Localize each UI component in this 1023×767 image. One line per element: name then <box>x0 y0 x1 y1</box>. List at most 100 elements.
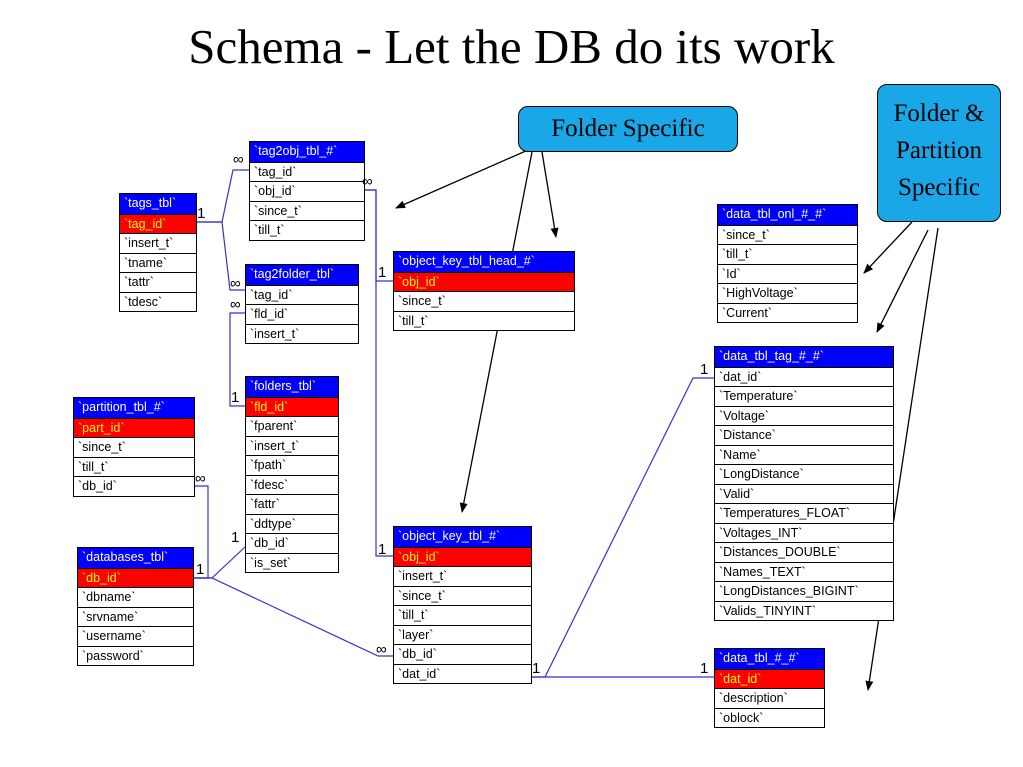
table-field: `insert_t` <box>246 435 338 456</box>
table-field: `Distance` <box>715 425 893 445</box>
table-field: `Name` <box>715 444 893 465</box>
table-partition-tbl: `partition_tbl_#``part_id``since_t``till… <box>73 397 195 497</box>
callout-line-1: Folder & <box>893 100 985 127</box>
table-field: `Current` <box>718 302 857 323</box>
table-field: `Voltages_INT` <box>715 522 893 543</box>
table-field: `description` <box>715 688 824 708</box>
folder-specific-callout: Folder Specific <box>518 106 738 152</box>
table-field: `Distances_DOUBLE` <box>715 542 893 562</box>
table-field: `since_t` <box>250 200 364 221</box>
table-header: `folders_tbl` <box>246 377 338 397</box>
table-field: `tattr` <box>120 272 196 292</box>
arrow-folder-to-objhead <box>541 151 559 238</box>
table-field: `obj_id` <box>250 181 364 201</box>
table-data-tbl-onl: `data_tbl_onl_#_#``since_t``till_t``Id``… <box>717 204 858 323</box>
primary-key-field: `tag_id` <box>120 213 196 233</box>
relation-objkey-datatag <box>530 377 714 678</box>
table-field: `Valids_TINYINT` <box>715 600 893 621</box>
table-header: `data_tbl_onl_#_#` <box>718 205 857 225</box>
cardinality-many-tag2obj-obj: ∞ <box>362 173 373 190</box>
table-header: `tag2obj_tbl_#` <box>250 142 364 162</box>
primary-key-field: `db_id` <box>78 567 193 587</box>
table-field: `till_t` <box>394 605 531 625</box>
table-field: `Names_TEXT` <box>715 561 893 582</box>
cardinality-one-objkey-dat: 1 <box>532 660 541 677</box>
cardinality-many-tag2obj-tag: ∞ <box>233 151 244 168</box>
cardinality-one-objkey: 1 <box>378 541 387 558</box>
relation-tag2obj-objkey <box>363 189 393 557</box>
table-header: `tags_tbl` <box>120 194 196 214</box>
table-field: `Temperatures_FLOAT` <box>715 503 893 523</box>
table-field: `tag_id` <box>250 161 364 182</box>
callout-line-2: Partition <box>895 137 983 164</box>
table-field: `since_t` <box>394 291 574 311</box>
cardinality-many-tag2folder-tag: ∞ <box>230 275 241 292</box>
relation-databases-objkey <box>192 577 393 657</box>
table-field: `ddtype` <box>246 513 338 534</box>
cardinality-many-partition: ∞ <box>195 470 206 487</box>
arrow-folder-to-objkey <box>459 151 533 513</box>
table-header: `data_tbl_tag_#_#` <box>715 347 893 367</box>
arrow-fp-to-datatag <box>876 229 929 333</box>
table-field: `Valid` <box>715 483 893 504</box>
callout-line-3: Specific <box>898 174 980 201</box>
table-field: `since_t` <box>74 437 194 457</box>
table-databases-tbl: `databases_tbl``db_id``dbname``srvname``… <box>77 547 194 666</box>
table-header: `partition_tbl_#` <box>74 398 194 418</box>
folder-partition-specific-callout: Folder & Partition Specific <box>877 84 1001 222</box>
table-data-tbl: `data_tbl_#_#``dat_id``description``oblo… <box>714 648 825 728</box>
table-field: `tdesc` <box>120 291 196 312</box>
table-field: `LongDistance` <box>715 464 893 484</box>
table-field: `dbname` <box>78 587 193 607</box>
table-header: `data_tbl_#_#` <box>715 649 824 669</box>
table-object-key-tbl: `object_key_tbl_#``obj_id``insert_t``sin… <box>393 526 532 684</box>
table-field: `Voltage` <box>715 405 893 426</box>
table-tag2obj-tbl: `tag2obj_tbl_#``tag_id``obj_id``since_t`… <box>249 141 365 241</box>
relation-tags-tag2folder <box>195 221 245 291</box>
table-field: `db_id` <box>74 476 194 496</box>
table-field: `fdesc` <box>246 474 338 495</box>
table-header: `object_key_tbl_head_#` <box>394 252 574 272</box>
arrow-folder-to-tag2obj <box>395 149 529 209</box>
table-field: `db_id` <box>246 533 338 553</box>
table-field: `till_t` <box>718 244 857 264</box>
cardinality-one-folders: 1 <box>231 389 240 406</box>
primary-key-field: `part_id` <box>74 417 194 437</box>
table-field: `insert_t` <box>246 323 358 344</box>
cardinality-one-objhead: 1 <box>378 264 387 281</box>
cardinality-one-data: 1 <box>700 660 709 677</box>
table-header: `tag2folder_tbl` <box>246 265 358 285</box>
table-field: `till_t` <box>394 310 574 331</box>
table-field: `Temperature` <box>715 386 893 406</box>
table-field: `srvname` <box>78 606 193 627</box>
table-data-tbl-tag: `data_tbl_tag_#_#``dat_id``Temperature``… <box>714 346 894 621</box>
primary-key-field: `fld_id` <box>246 396 338 416</box>
table-field: `insert_t` <box>394 566 531 586</box>
cardinality-many-tag2folder-fld: ∞ <box>230 296 241 313</box>
table-folders-tbl: `folders_tbl``fld_id``fparent``insert_t`… <box>245 376 339 573</box>
table-field: `username` <box>78 626 193 646</box>
table-field: `tag_id` <box>246 284 358 305</box>
table-tags-tbl: `tags_tbl``tag_id``insert_t``tname``tatt… <box>119 193 197 312</box>
table-field: `insert_t` <box>120 233 196 253</box>
table-field: `fpath` <box>246 455 338 475</box>
table-field: `password` <box>78 645 193 666</box>
table-field: `dat_id` <box>715 366 893 387</box>
table-field: `is_set` <box>246 552 338 573</box>
table-field: `since_t` <box>394 585 531 606</box>
table-field: `fattr` <box>246 494 338 514</box>
cardinality-many-objkey-db: ∞ <box>376 641 387 658</box>
table-header: `databases_tbl` <box>78 548 193 568</box>
table-field: `LongDistances_BIGINT` <box>715 581 893 601</box>
cardinality-one-tags: 1 <box>197 205 206 222</box>
table-field: `Id` <box>718 263 857 284</box>
table-field: `dat_id` <box>394 663 531 684</box>
table-field: `fld_id` <box>246 304 358 324</box>
cardinality-one-databases: 1 <box>196 561 205 578</box>
relation-tag2folder-folders <box>229 312 245 407</box>
page-title: Schema - Let the DB do its work <box>188 19 835 74</box>
table-header: `object_key_tbl_#` <box>394 527 531 547</box>
primary-key-field: `obj_id` <box>394 271 574 291</box>
cardinality-one-datatag: 1 <box>700 361 709 378</box>
